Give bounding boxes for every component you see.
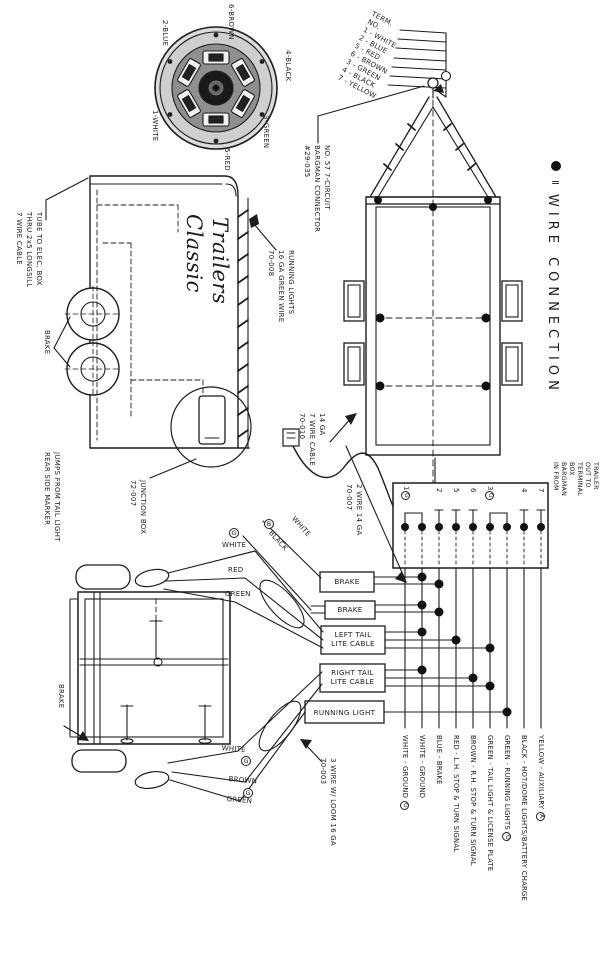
cable-70010-callout: 70-010 7 WIRE CABLE 14 GA [298, 413, 326, 466]
right-tail-box-label: RIGHT TAIL LITE CABLE [330, 668, 375, 686]
top-view-dots [374, 196, 492, 391]
brake-box-2-label: BRAKE [337, 605, 363, 614]
legend-mark [551, 161, 561, 171]
wire-loom-lower [258, 700, 302, 752]
terminal-7: 7 [537, 488, 545, 493]
wire-label-green: GREEN [225, 590, 251, 598]
terminal-1: 1G [401, 486, 410, 500]
circled-a-icon: A [536, 811, 545, 821]
plug-label-1-white: 1-WHITE [151, 110, 159, 142]
two-wire-callout: 70-007 2 WIRE 14 GA [345, 484, 363, 536]
terminal-out-label: TERMINAL OUT TO TRAILER [576, 462, 599, 497]
circled-g-icon: G [401, 490, 410, 500]
brand-classic: Classic [182, 214, 206, 293]
side-view-dashed [96, 189, 204, 441]
terminal-2: 2 [435, 488, 443, 493]
side-view-wheels [64, 285, 122, 398]
connection-grid [310, 572, 512, 717]
legend-red-lh: RED - L.H. STOP & TURN SIGNAL [452, 735, 460, 853]
terminal-posts [401, 523, 545, 531]
running-light-box-label: RUNNING LIGHT [313, 708, 376, 717]
circled-g-icon: G [241, 756, 251, 766]
bargman-callout: #29-035 BARGMAN CONNECTOR NO. 57 7-CIRCU… [303, 145, 331, 233]
legend-black-hot: BLACK - HOT/DOME LIGHTS/BATTERY CHARGE [520, 735, 528, 901]
legend-white-ground-1: WHITE - GROUND G [400, 735, 410, 810]
grid-dots [417, 572, 512, 717]
wire-label-white: WHITE [222, 541, 247, 549]
top-view-trailer [317, 77, 523, 484]
legend-green-tail: GREEN - TAIL LIGHT & LICENSE PLATE [486, 735, 494, 872]
plug-label-5-red: 5-RED [223, 148, 231, 171]
connector-slots [177, 50, 255, 127]
circled-b-icon: B [264, 519, 274, 529]
legend-white-ground-2: WHITE - GROUND [418, 735, 426, 799]
top-view-dashed [375, 99, 491, 484]
circled-g-icon: G [502, 832, 511, 842]
side-view-trailer [45, 175, 300, 479]
legend-yellow-aux: YELLOW - AUXILIARY A [536, 735, 546, 821]
terminal-box [392, 457, 549, 569]
connector-screws [167, 32, 265, 144]
legend-blue-brake: BLUE - BRAKE [435, 735, 443, 785]
plug-label-3-green: 3-GREEN [262, 115, 270, 149]
wall-hatch [237, 209, 249, 438]
side-brake-label: BRAKE [43, 330, 51, 355]
marker-lamp [282, 428, 300, 447]
term-list-bracket [387, 29, 452, 98]
plug-label-4-black: 4-BLACK [284, 50, 292, 82]
junction-box-callout: 72-007 JUNCTION BOX [129, 480, 147, 535]
legend-equals: = [551, 176, 561, 189]
terminal-4: 4 [520, 488, 528, 493]
aframe-ticks [383, 123, 476, 171]
wire-label-red: RED [228, 566, 244, 574]
legend-label: WIRE CONNECTION [545, 194, 560, 395]
terminal-3: 3G [485, 486, 494, 500]
bed-frame-view [63, 564, 231, 790]
cable7-callout: 7 WIRE CABLE THRU 2x5 LONGSILL TUBE TO E… [15, 212, 43, 288]
circled-g-icon: G [400, 800, 409, 810]
wire-loom-upper [259, 579, 305, 629]
seven-pin-connector-face [154, 26, 278, 150]
green-wire-callout: 70-008 16 GA GREEN WIRE RUNNING LIGHTS [267, 250, 295, 323]
terminal-5: 5 [452, 488, 460, 493]
side-marker-callout: REAR SIDE MARKER JUMPS FROM TAIL LIGHT [43, 452, 61, 542]
brake-box-1-label: BRAKE [334, 577, 360, 586]
side-view-leaders [45, 177, 277, 479]
seven-wire-cable [292, 445, 394, 507]
frame-brake-label: BRAKE [57, 684, 65, 709]
left-tail-box-label: LEFT TAIL LITE CABLE [331, 630, 375, 648]
in-from-bargman-label: IN FROM BARGMAN BOX [552, 462, 575, 497]
cable-70010-leader [329, 416, 353, 443]
plug-label-6-brown: 6-BROWN [227, 4, 235, 40]
legend-brown-rh: BROWN - R.H. STOP & TURN SIGNAL [469, 735, 477, 866]
circled-g-icon: G [229, 528, 239, 538]
loom-callout: 70-003 3 WIRE W/ LOOM 16 GA [319, 758, 337, 846]
plug-label-2-blue: 2-BLUE [161, 20, 169, 47]
legend-green-running: GREEN - RUNNING LIGHTS G [502, 735, 512, 842]
wire-bundles [163, 520, 324, 802]
bargman-leader [317, 85, 425, 144]
circled-g-icon: G [485, 490, 494, 500]
junction-box [170, 386, 252, 468]
brand-trailers: Trailers [208, 217, 232, 305]
circled-g-icon: G [243, 788, 253, 798]
terminal-6: 6 [469, 488, 477, 493]
component-boxes [304, 571, 386, 724]
